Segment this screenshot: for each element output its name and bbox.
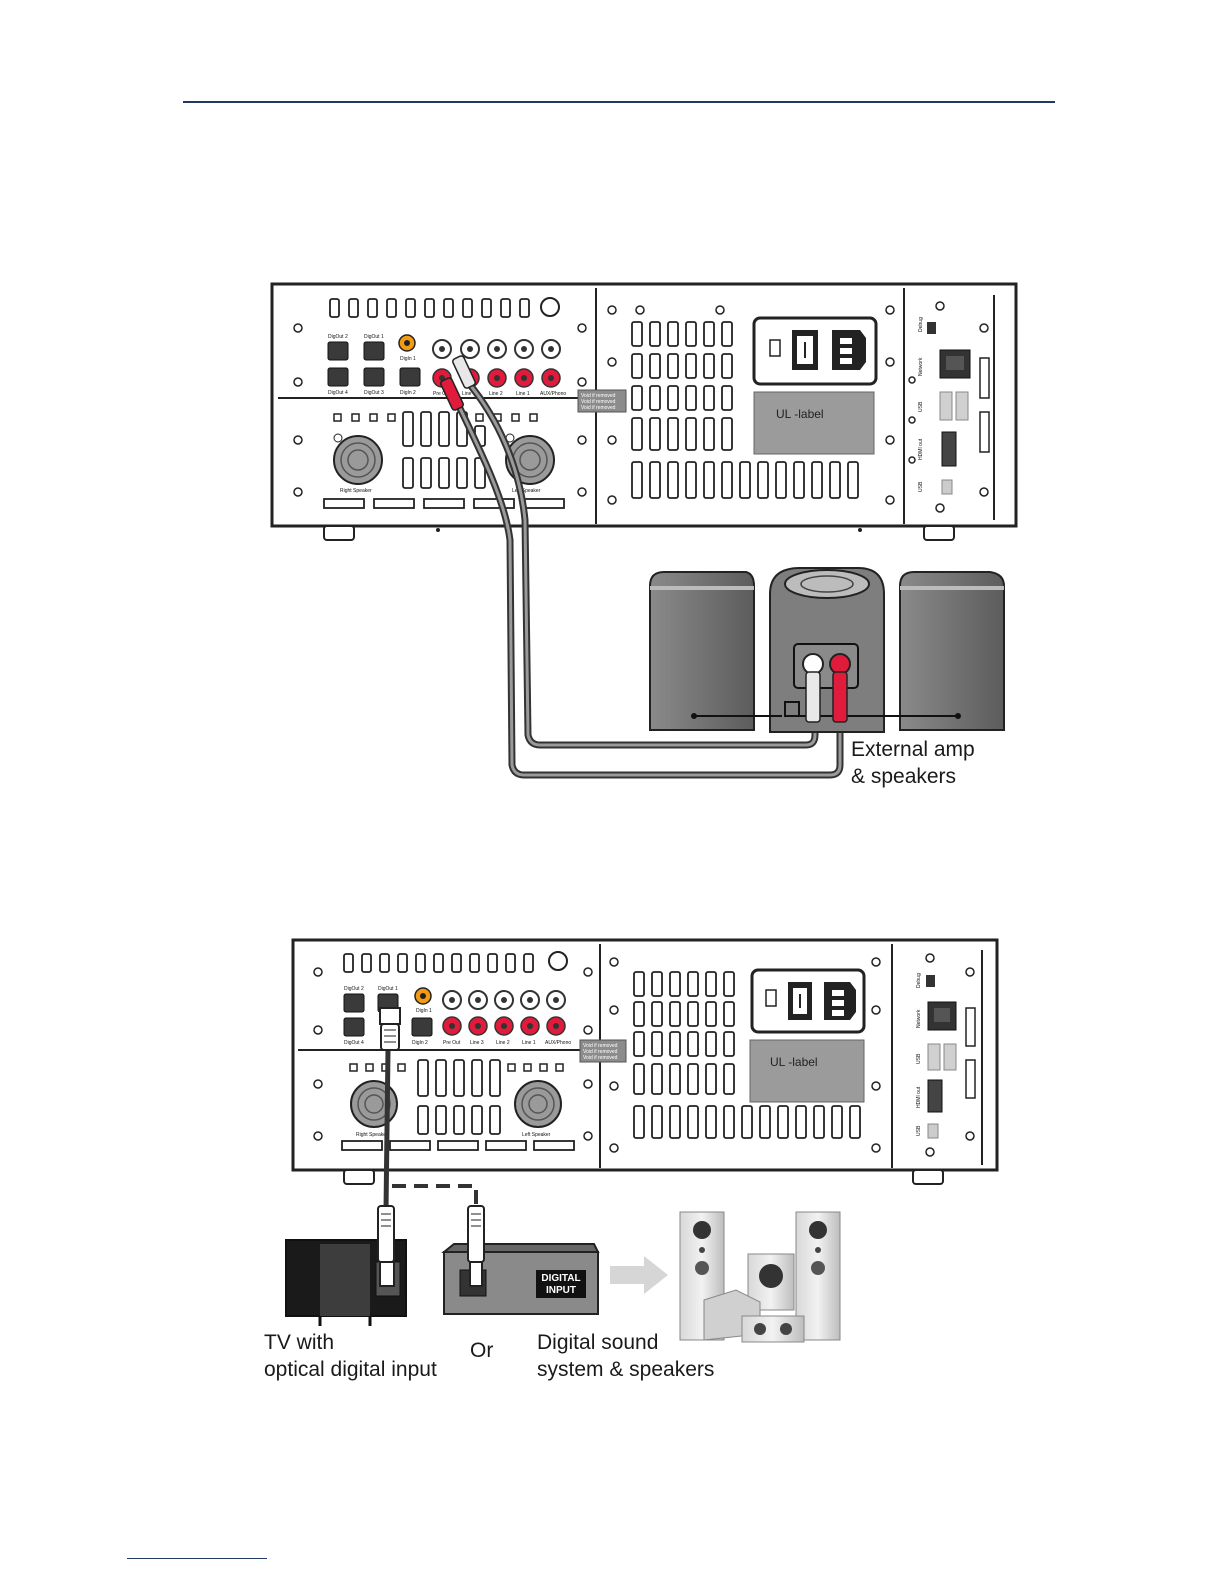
- port-label-usb-b: USB: [916, 1053, 922, 1064]
- warning-line-3: Void if removed: [581, 405, 616, 411]
- digital-receiver-icon: [441, 1205, 600, 1315]
- warning-line-3-b: Void if removed: [583, 1055, 618, 1061]
- port-label-right-speaker: Right Speaker: [340, 488, 372, 494]
- port-label-left-speaker: Left Speaker: [512, 488, 541, 494]
- arrow-right-icon: [610, 1256, 668, 1294]
- port-label-digout3: DigOut 3: [364, 390, 384, 396]
- home-theater-speakers-icon: [679, 1211, 841, 1343]
- port-label-digout2: DigOut 2: [328, 334, 348, 340]
- digital-input-label-2: INPUT: [546, 1285, 576, 1296]
- port-label-line1: Line 1: [516, 391, 530, 397]
- optical-plug-device: [379, 1007, 401, 1051]
- port-label-preout: Pre Out: [433, 391, 451, 397]
- optical-cable: [383, 1049, 478, 1211]
- caption-optical-digital-input: optical digital input: [264, 1358, 437, 1381]
- port-label-line3: Line 3: [462, 391, 476, 397]
- device-rear-panel-2: DigOut 2 DigOut 1 DigOut 4 DigIn 2 DigIn…: [291, 938, 999, 1185]
- port-label-digout1-b: DigOut 1: [378, 986, 398, 992]
- port-label-line3-b: Line 3: [470, 1040, 484, 1046]
- port-label-digout4-b: DigOut 4: [344, 1040, 364, 1046]
- digital-input-label-1: DIGITAL: [541, 1273, 580, 1284]
- right-speaker-terminal-2: [350, 1080, 398, 1128]
- caption-external-amp: External amp: [851, 738, 975, 761]
- tv-icon: [285, 1205, 407, 1326]
- diagram-pre-out-connection: DigOut 2 DigOut 1 DigOut 4 DigOut 3 DigI…: [270, 282, 1018, 788]
- port-label-usb: USB: [918, 401, 924, 412]
- port-label-digout1: DigOut 1: [364, 334, 384, 340]
- port-label-aux-b: AUX/Phono: [545, 1040, 571, 1046]
- port-label-hdmi: HDMI out: [918, 438, 924, 460]
- port-label-debug-b: Debug: [916, 973, 922, 988]
- port-label-network: Network: [918, 357, 924, 376]
- caption-system-speakers: system & speakers: [537, 1358, 714, 1381]
- power-inlet-2: [750, 968, 866, 1034]
- warning-line-2-b: Void if removed: [583, 1049, 618, 1055]
- caption-and-speakers: & speakers: [851, 765, 956, 788]
- rca-cables: [452, 376, 844, 779]
- rca-plugs-device: [440, 355, 476, 411]
- port-label-debug: Debug: [918, 317, 924, 332]
- caption-tv-with: TV with: [264, 1331, 334, 1354]
- port-label-left-speaker-b: Left Speaker: [522, 1132, 551, 1138]
- port-label-usb2: USB: [918, 481, 924, 492]
- ul-label-text-2: UL -label: [770, 1055, 818, 1069]
- caption-digital-sound: Digital sound: [537, 1331, 658, 1354]
- external-amp-speakers: [649, 567, 1005, 733]
- port-label-aux: AUX/Phono: [540, 391, 566, 397]
- port-label-digout4: DigOut 4: [328, 390, 348, 396]
- right-speaker-terminal: [333, 433, 383, 485]
- warning-line-1: Void if removed: [581, 393, 616, 399]
- device-rear-panel: DigOut 2 DigOut 1 DigOut 4 DigOut 3 DigI…: [270, 282, 1018, 541]
- port-label-hdmi-b: HDMI out: [916, 1086, 922, 1108]
- port-label-digout2-b: DigOut 2: [344, 986, 364, 992]
- port-label-preout-b: Pre Out: [443, 1040, 461, 1046]
- port-label-digin1: DigIn 1: [400, 356, 416, 362]
- caption-or: Or: [470, 1339, 493, 1362]
- power-inlet: [752, 316, 878, 386]
- port-label-digin2: DigIn 2: [400, 390, 416, 396]
- ul-label-text: UL -label: [776, 407, 824, 421]
- warning-line-1-b: Void if removed: [583, 1043, 618, 1049]
- port-label-usb2-b: USB: [916, 1125, 922, 1136]
- port-label-line2: Line 2: [489, 391, 503, 397]
- warning-line-2: Void if removed: [581, 399, 616, 405]
- port-label-network-b: Network: [916, 1009, 922, 1028]
- left-speaker-terminal-2: [514, 1080, 562, 1128]
- port-label-digin1-b: DigIn 1: [416, 1008, 432, 1014]
- port-label-digin2-b: DigIn 2: [412, 1040, 428, 1046]
- port-label-right-speaker-b: Right Speaker: [356, 1132, 388, 1138]
- port-label-line2-b: Line 2: [496, 1040, 510, 1046]
- diagram-optical-connection: DigOut 2 DigOut 1 DigOut 4 DigIn 2 DigIn…: [264, 938, 999, 1381]
- header-rule: [183, 101, 1055, 103]
- footer-rule: [127, 1558, 267, 1559]
- port-label-line1-b: Line 1: [522, 1040, 536, 1046]
